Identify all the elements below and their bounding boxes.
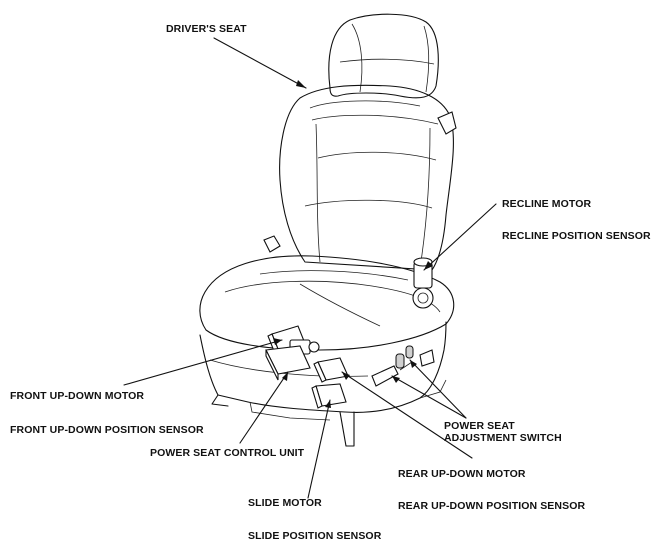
label-power-seat-switch-line1: POWER SEAT bbox=[444, 420, 515, 432]
leader-lines bbox=[123, 37, 497, 499]
leader-slide bbox=[307, 399, 331, 499]
leader-switch-a bbox=[391, 375, 467, 419]
label-rear-up-down-motor: REAR UP-DOWN MOTOR bbox=[398, 468, 526, 480]
arrow-drivers-seat bbox=[296, 80, 306, 88]
power-seat-control-unit-part bbox=[265, 345, 311, 381]
label-recline-motor: RECLINE MOTOR bbox=[502, 198, 592, 210]
label-recline-position-sensor: RECLINE POSITION SENSOR bbox=[502, 230, 651, 242]
label-slide-motor: SLIDE MOTOR bbox=[248, 497, 322, 509]
seat-base bbox=[199, 321, 447, 447]
leader-control-unit bbox=[239, 371, 289, 444]
leader-recline bbox=[423, 203, 497, 271]
headrest bbox=[328, 13, 439, 99]
label-rear-up-down-position-sensor: REAR UP-DOWN POSITION SENSOR bbox=[398, 500, 586, 512]
seat-belt-buckle bbox=[263, 235, 281, 253]
label-power-seat-switch-line2: ADJUSTMENT SWITCH bbox=[444, 432, 562, 444]
rear-up-down-motor-part bbox=[313, 357, 349, 383]
power-seat-adjustment-switch-part bbox=[371, 345, 414, 387]
leader-switch-b bbox=[409, 359, 467, 419]
leader-drivers-seat bbox=[213, 37, 307, 89]
label-drivers-seat: DRIVER'S SEAT bbox=[166, 23, 247, 35]
leader-rear-updown bbox=[341, 371, 473, 459]
label-slide-position-sensor: SLIDE POSITION SENSOR bbox=[248, 530, 382, 542]
label-front-up-down-motor: FRONT UP-DOWN MOTOR bbox=[10, 390, 145, 402]
leader-front-updown bbox=[123, 339, 283, 386]
label-power-seat-control-unit: POWER SEAT CONTROL UNIT bbox=[150, 447, 305, 459]
label-front-up-down-position-sensor: FRONT UP-DOWN POSITION SENSOR bbox=[10, 424, 204, 436]
seat-back bbox=[279, 84, 457, 271]
slide-motor-part bbox=[311, 383, 347, 409]
